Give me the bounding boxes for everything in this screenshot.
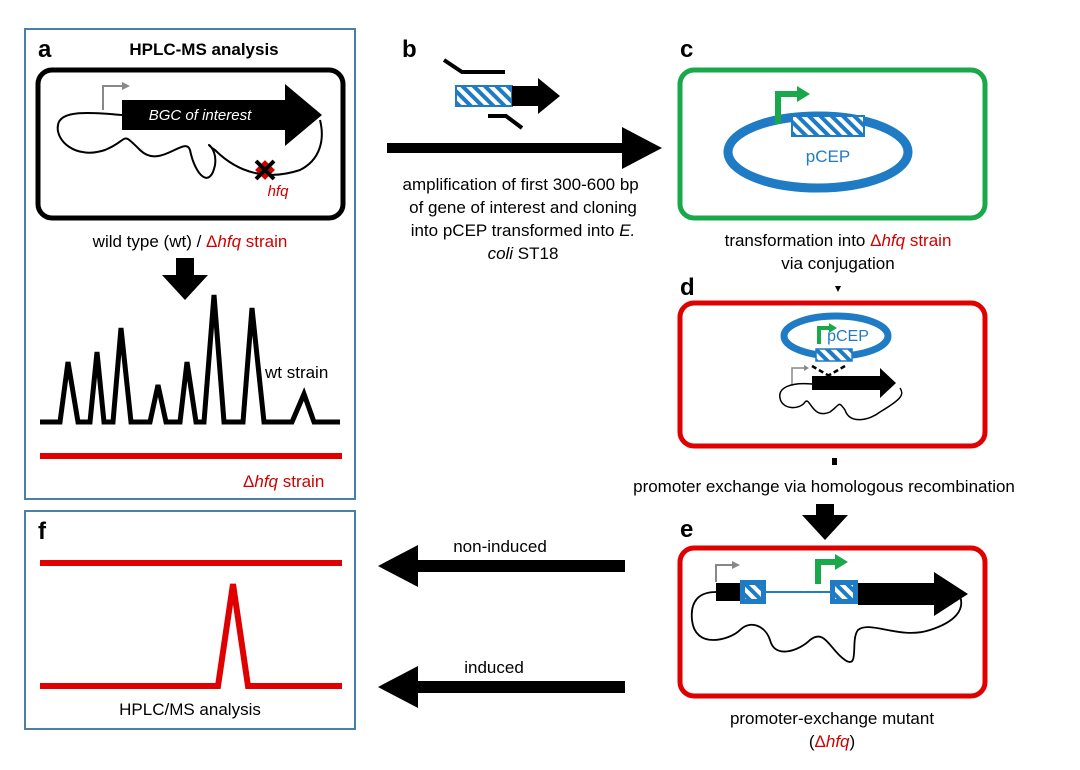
panel-b: b amplification of first 300-600 bp of g… <box>387 36 662 263</box>
wt-strain-label: wt strain <box>264 363 328 382</box>
panel-d: d pCEP promoter exchange via homologous … <box>633 274 1015 540</box>
promoter-arrow-d <box>817 326 830 344</box>
recombination-cross-icon <box>811 364 846 387</box>
forward-primer-icon <box>442 58 505 74</box>
non-induced-label: non-induced <box>453 537 547 556</box>
induced-label: induced <box>464 658 524 677</box>
hfq-label: hfq <box>268 183 290 200</box>
svg-text:coli ST18: coli ST18 <box>488 244 559 263</box>
result-arrows: non-induced induced <box>378 537 625 708</box>
bgc-gene-arrow <box>122 84 322 146</box>
cell-box-e <box>677 545 988 699</box>
reverse-primer-icon <box>488 114 524 130</box>
wt-chromatogram <box>40 294 340 425</box>
panel-c-caption: transformation into Δhfq strain <box>725 231 952 250</box>
panel-e-label: e <box>680 516 693 543</box>
cell-box-c <box>677 67 988 221</box>
panel-a-frame <box>24 28 356 500</box>
gene-arrow-d <box>812 368 896 398</box>
cell-box-a <box>35 67 346 221</box>
insert-fragment-d <box>815 348 853 362</box>
panel-f-caption: HPLC/MS analysis <box>119 700 261 719</box>
panel-a-label: a <box>38 36 52 63</box>
bgc-label: BGC of interest <box>149 107 252 124</box>
panel-f-label: f <box>38 518 47 545</box>
gene-arrow-b <box>512 78 560 114</box>
down-arrow-a <box>162 258 208 300</box>
gene-arrow-e <box>858 572 968 616</box>
gene-start-block <box>716 583 740 601</box>
panel-a-title: HPLC-MS analysis <box>129 40 278 59</box>
pcep-label-d: pCEP <box>827 328 869 345</box>
svg-text:(Δhfq): (Δhfq) <box>809 732 855 751</box>
cell-box-d <box>677 300 988 449</box>
chromosome-line-e <box>690 591 963 663</box>
promoter-arrow-c <box>775 91 798 124</box>
insert-fragment-c <box>791 115 865 137</box>
knockout-cross-icon <box>254 159 276 181</box>
panel-e: e promoter-exchange mutant (Δhfq) <box>677 516 988 751</box>
panel-b-caption: amplification of first 300-600 bp of gen… <box>403 175 644 217</box>
amplified-fragment <box>455 85 513 107</box>
strain-caption: wild type (wt) / Δhfq strain <box>92 232 288 251</box>
arrow-induced <box>378 666 625 708</box>
panel-d-label: d <box>680 274 695 301</box>
promoter-arrow-e <box>815 559 836 584</box>
right-arrow-b <box>387 127 662 169</box>
svg-text:via conjugation: via conjugation <box>781 254 894 273</box>
panel-a: a HPLC-MS analysis BGC of interest hfq w… <box>24 28 356 500</box>
panel-d-caption: promoter exchange via homologous recombi… <box>633 477 1015 496</box>
panel-c: c pCEP transformation into Δhfq strain v… <box>677 36 988 273</box>
arrow-non-induced <box>378 545 625 587</box>
chromosome-line-d <box>779 382 903 421</box>
panel-e-caption: promoter-exchange mutant <box>730 709 934 728</box>
down-arrow-d <box>802 504 848 540</box>
pcep-label-c: pCEP <box>806 147 850 166</box>
native-promoter-icon <box>102 85 122 110</box>
induced-trace <box>40 583 342 689</box>
panel-b-label: b <box>402 36 417 63</box>
panel-f-frame <box>24 510 356 730</box>
svg-text:into pCEP transformed into E.: into pCEP transformed into E. <box>411 221 636 240</box>
panel-c-label: c <box>680 36 693 63</box>
panel-f: f HPLC/MS analysis <box>24 510 356 730</box>
delta-hfq-strain-label: Δhfq strain <box>243 472 324 491</box>
